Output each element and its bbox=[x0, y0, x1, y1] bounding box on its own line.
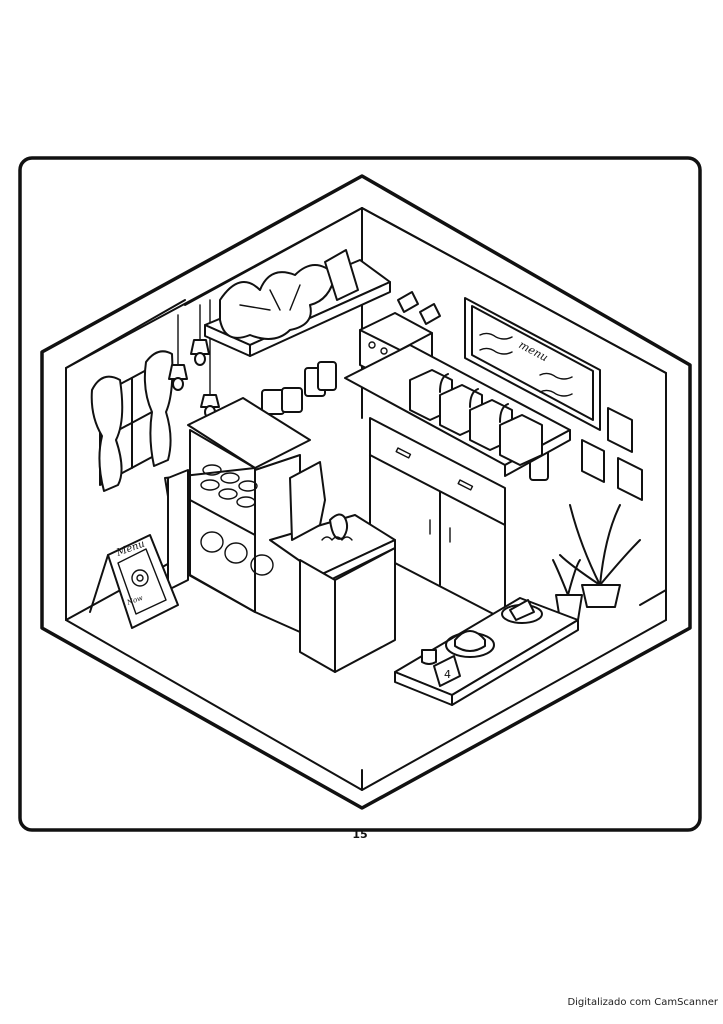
wall-picture-frames bbox=[581, 407, 643, 501]
pastry-display-case bbox=[164, 397, 311, 633]
table-number-card: 4 bbox=[444, 668, 451, 681]
page-number: 15 bbox=[352, 828, 368, 841]
hanging-lamps bbox=[168, 299, 220, 419]
page-frame bbox=[18, 156, 702, 832]
scanner-watermark-text: Digitalizado com CamScanner bbox=[567, 997, 718, 1008]
menu-board: menu bbox=[464, 297, 601, 431]
potted-plants bbox=[552, 504, 641, 621]
sandwich-board-sign: Menu Now bbox=[89, 534, 179, 629]
curtained-window bbox=[90, 350, 174, 492]
room-walls bbox=[65, 207, 667, 791]
room-outer-hexagon bbox=[40, 174, 692, 810]
wall-notes bbox=[397, 291, 441, 325]
wall-shelf-with-plant bbox=[204, 249, 391, 357]
front-counter bbox=[269, 461, 396, 673]
cafe-table-with-cake: 4 bbox=[394, 597, 579, 706]
counter-containers bbox=[409, 369, 543, 466]
